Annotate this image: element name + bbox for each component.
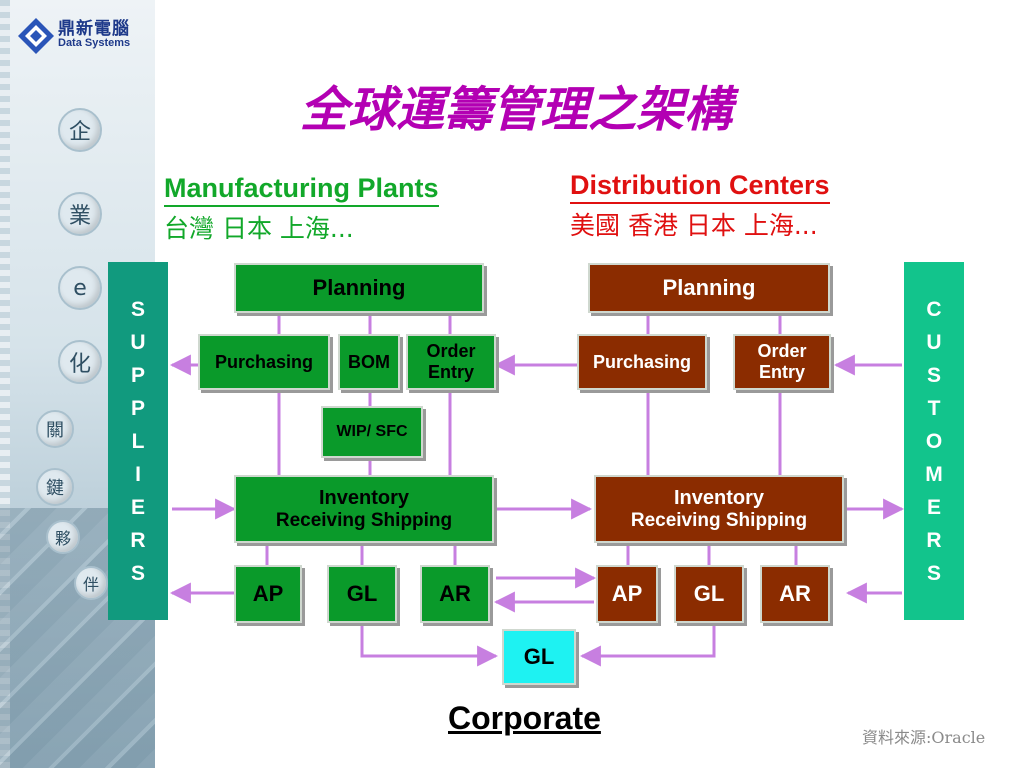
logo-diamond-icon	[18, 18, 54, 54]
suppliers-column: S U P P L I E R S	[108, 262, 168, 620]
sidebar-char-5: 關	[36, 410, 74, 448]
corporate-gl-box: GL	[502, 629, 576, 685]
mfg-gl-box: GL	[327, 565, 397, 623]
sidebar-char-2: 業	[58, 192, 102, 236]
dist-ap-box: AP	[596, 565, 658, 623]
dist-ar-box: AR	[760, 565, 830, 623]
dist-inventory-box: Inventory Receiving Shipping	[594, 475, 844, 543]
suppliers-letter: P	[130, 363, 145, 387]
logo-english-text: Data Systems	[58, 37, 131, 49]
suppliers-letter: I	[135, 462, 141, 486]
distribution-locations: 美國 香港 日本 上海...	[570, 211, 818, 240]
mfg-inventory-label: Inventory	[318, 486, 410, 509]
mfg-bom-box: BOM	[338, 334, 400, 390]
customers-letter: U	[926, 330, 942, 354]
mfg-order-entry-line1: Order	[426, 341, 476, 362]
corporate-label: Corporate	[448, 700, 601, 736]
suppliers-letter: E	[130, 495, 145, 519]
logo-chinese-text: 鼎新電腦	[58, 19, 130, 38]
customers-letter: R	[926, 528, 942, 552]
dist-order-entry-line1: Order	[757, 341, 807, 362]
customers-letter: T	[927, 396, 941, 420]
suppliers-letter: S	[130, 297, 145, 321]
mfg-inventory-box: Inventory Receiving Shipping	[234, 475, 494, 543]
manufacturing-locations: 台灣 日本 上海...	[164, 214, 354, 243]
customers-letter: C	[926, 297, 942, 321]
suppliers-letter: U	[130, 330, 146, 354]
dist-order-entry-box: Order Entry	[733, 334, 831, 390]
customers-letter: O	[925, 429, 943, 453]
distribution-heading: Distribution Centers 美國 香港 日本 上海...	[570, 170, 830, 242]
dist-order-entry-line2: Entry	[758, 362, 805, 382]
customers-column: C U S T O M E R S	[904, 262, 964, 620]
customers-letter: M	[925, 462, 943, 486]
suppliers-letter: P	[130, 396, 145, 420]
sidebar-char-7: 夥	[46, 520, 80, 554]
source-note: 資料來源:Oracle	[862, 728, 986, 747]
page-title: 全球運籌管理之架構	[300, 82, 733, 138]
dist-purchasing-box: Purchasing	[577, 334, 707, 390]
sidebar-char-4: 化	[58, 340, 102, 384]
sidebar-stripe	[0, 0, 10, 768]
customers-letter: E	[926, 495, 941, 519]
mfg-inventory-sub: Receiving Shipping	[275, 509, 453, 531]
mfg-order-entry-line2: Entry	[427, 362, 474, 382]
sidebar-char-6: 鍵	[36, 468, 74, 506]
sidebar-char-8: 伴	[74, 566, 108, 600]
mfg-planning-box: Planning	[234, 263, 484, 313]
dist-gl-box: GL	[674, 565, 744, 623]
dist-planning-box: Planning	[588, 263, 830, 313]
mfg-ap-box: AP	[234, 565, 302, 623]
dist-inventory-sub: Receiving Shipping	[630, 509, 808, 531]
customers-letter: S	[926, 561, 941, 585]
mfg-ar-box: AR	[420, 565, 490, 623]
suppliers-letter: S	[130, 561, 145, 585]
manufacturing-heading: Manufacturing Plants 台灣 日本 上海...	[164, 173, 439, 245]
suppliers-letter: L	[131, 429, 145, 453]
dist-inventory-label: Inventory	[673, 486, 765, 509]
manufacturing-title: Manufacturing Plants	[164, 173, 439, 207]
suppliers-letter: R	[130, 528, 146, 552]
sidebar-char-3: e	[58, 266, 102, 310]
distribution-title: Distribution Centers	[570, 170, 830, 204]
mfg-purchasing-box: Purchasing	[198, 334, 330, 390]
mfg-order-entry-box: Order Entry	[406, 334, 496, 390]
customers-letter: S	[926, 363, 941, 387]
mfg-wip-sfc-box: WIP/ SFC	[321, 406, 423, 458]
sidebar-char-1: 企	[58, 108, 102, 152]
